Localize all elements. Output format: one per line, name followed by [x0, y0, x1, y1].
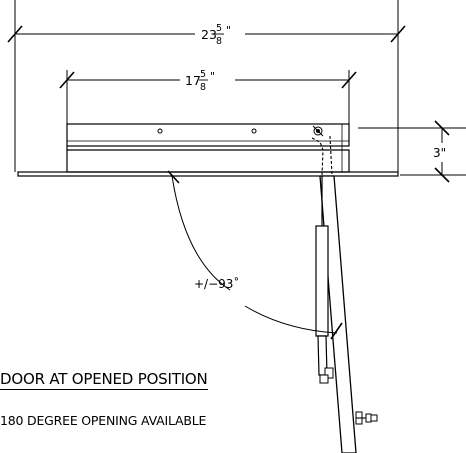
opened-door-panel	[319, 175, 357, 453]
gas-strut	[315, 176, 334, 384]
opening-angle-arc	[167, 170, 343, 340]
height-dimension	[358, 120, 466, 183]
inner-width-unit: "	[210, 70, 215, 83]
inner-width-numerator: 5	[200, 69, 206, 80]
overall-width-whole: 23	[201, 27, 217, 42]
height-label: 3"	[433, 146, 446, 160]
door-handle	[355, 411, 378, 425]
hinge	[311, 125, 333, 176]
inner-width-dimension	[59, 70, 357, 124]
overall-width-numerator: 5	[216, 23, 222, 34]
opening-angle-label: +/−93˚	[194, 276, 239, 291]
door-frame	[17, 123, 399, 177]
overall-width-unit: "	[226, 24, 231, 37]
overall-width-denominator: 8	[216, 36, 222, 47]
overall-width-dimension	[7, 0, 406, 172]
view-title: DOOR AT OPENED POSITION	[0, 370, 208, 390]
inner-width-denominator: 8	[200, 82, 206, 93]
view-subtitle: 180 DEGREE OPENING AVAILABLE	[0, 413, 207, 428]
inner-width-whole: 17	[185, 73, 201, 88]
